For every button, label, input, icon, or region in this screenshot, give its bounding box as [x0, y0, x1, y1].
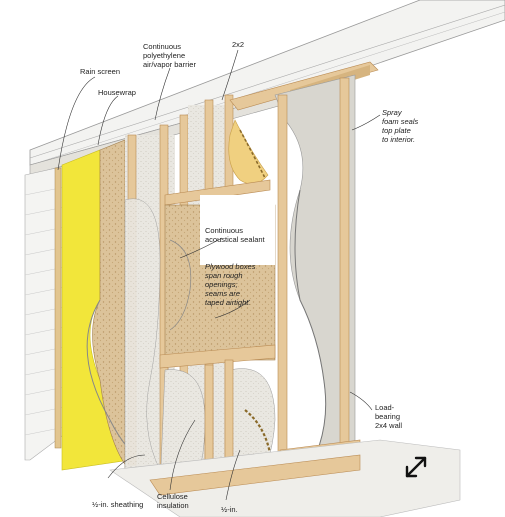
- label-cellulose: Cellulose insulation: [157, 492, 189, 510]
- label-load-bearing: Load- bearing 2x4 wall: [375, 403, 403, 430]
- spray-foam: [228, 119, 269, 185]
- leader-lines: [57, 49, 381, 501]
- label-2x2: 2x2: [232, 40, 245, 49]
- interior-wall: [274, 74, 361, 486]
- plywood-box: [159, 179, 276, 369]
- rain-screen: [54, 167, 62, 449]
- floor-base: [109, 439, 461, 517]
- label-spray-foam: Spray foam seals top plate to interior.: [382, 108, 419, 144]
- label-rain-screen: Rain screen: [80, 67, 121, 76]
- label-plywood-boxes: Plywood boxes span rough openings; seams…: [205, 262, 256, 307]
- expand-arrows-icon[interactable]: [398, 452, 434, 482]
- label-housewrap: Housewrap: [98, 88, 136, 97]
- expand-icon-glyph: [405, 456, 427, 478]
- label-sheathing: ½-in. sheathing: [92, 500, 144, 509]
- label-acoustical-sealant: Continuous acoustical sealant: [205, 226, 265, 244]
- label-half-in: ½-in.: [221, 505, 238, 514]
- label-vapor-barrier: Continuous polyethylene air/vapor barrie…: [143, 42, 196, 69]
